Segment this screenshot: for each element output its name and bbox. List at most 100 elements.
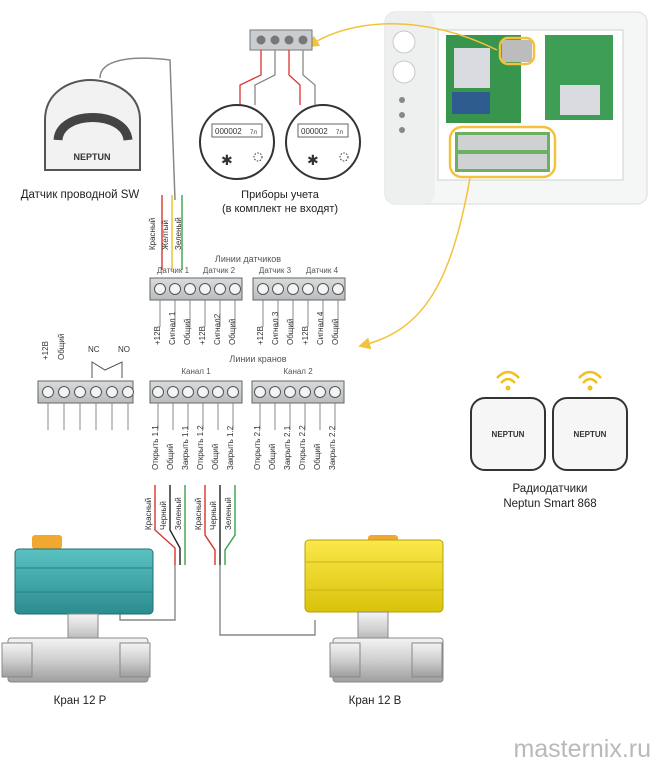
sensor-terminal-screw (257, 283, 269, 295)
sensor-cable (99, 57, 176, 201)
sensor-wire-label-2: Желтый (161, 220, 170, 250)
valve-term-1-6: Закрыть 1.2 (226, 425, 235, 470)
valve-right-caption: Кран 12 В (349, 695, 402, 707)
valve-left-caption: Кран 12 Р (54, 695, 107, 707)
valve-terminal-screw (227, 386, 239, 398)
water-meter-2: 000002 7л ✱ (285, 104, 361, 180)
sensor-term-7: +12В (256, 326, 265, 345)
valve-terminal-screw (299, 386, 311, 398)
sensor-term-4: +12В (198, 326, 207, 345)
valve-terminal-screw (167, 386, 179, 398)
sensor-term-11: Сигнал 4 (316, 311, 325, 345)
radio-caption-model: Neptun Smart 868 (503, 498, 596, 510)
sensor-terminal-screw (302, 283, 314, 295)
valve-term-2-5: Общий (313, 444, 322, 470)
relay-term-1: +12В (41, 341, 50, 360)
relay-terminal-screw (122, 386, 134, 398)
valve-left (1, 535, 154, 683)
meter-1-reading: 000002 (215, 127, 242, 136)
controller-buttons (392, 30, 416, 133)
relay-terminal-screw (106, 386, 118, 398)
valve-terminal-screw (212, 386, 224, 398)
sensor-terminal-screw (272, 283, 284, 295)
sensor-terminal-labels: +12В Сигнал 1 Общий +12В Сигнал2 Общий +… (153, 311, 340, 345)
sensor-term-2: Сигнал 1 (168, 311, 177, 345)
arrow-to-meters (306, 23, 498, 51)
sensor-term-5: Сигнал2 (213, 313, 222, 345)
valve-1-wire-label-3: Зеленый (174, 497, 183, 530)
sensor-wire-label-3: Зеленый (174, 217, 183, 250)
valve-terminal-screw (152, 386, 164, 398)
watermark: masternix.ru (513, 735, 651, 763)
valve-term-1-3: Закрыть 1.1 (181, 425, 190, 470)
radio-1-logo: NEPTUN (492, 430, 525, 439)
relay-terminal-screw (58, 386, 70, 398)
relay-terminal-screw (74, 386, 86, 398)
valve-2-wire-label-2: Черный (209, 501, 218, 530)
radio-sensor-1: NEPTUN (470, 370, 546, 471)
wifi-signal-icon (578, 370, 602, 379)
valve-terminal-screw (314, 386, 326, 398)
meter-2-unit: 7л (336, 130, 343, 136)
valve-term-2-3: Закрыть 2.1 (283, 425, 292, 470)
valve-1-wire-label-2: Черный (159, 501, 168, 530)
valve-channel-1: Канал 1 (181, 367, 211, 376)
valve-terminal-screw (329, 386, 341, 398)
valve-wires (119, 485, 316, 636)
meter-2-reading: 000002 (301, 127, 328, 136)
sensor-term-8: Сигнал 3 (271, 311, 280, 345)
sensor-block-4: Датчик 4 (306, 266, 339, 275)
valve-term-2-1: Открыть 2.1 (253, 425, 262, 470)
meter-connector (502, 40, 532, 62)
sensor-term-1: +12В (153, 326, 162, 345)
sensor-term-6: Общий (228, 319, 237, 345)
meters-caption: Приборы учета (241, 189, 320, 201)
valve-channel-2: Канал 2 (283, 367, 313, 376)
sensor-lines-title: Линии датчиков (215, 254, 281, 264)
meter-2-star-icon: ✱ (307, 152, 319, 168)
meter-wires (239, 50, 316, 105)
sensor-logo: NEPTUN (73, 152, 110, 162)
sensor-terminal-screw (287, 283, 299, 295)
sensor-block-3: Датчик 3 (259, 266, 292, 275)
valve-term-2-4: Открыть 2.2 (298, 425, 307, 470)
relay-terminal-screw (42, 386, 54, 398)
arrow-to-terminals (358, 177, 471, 350)
relay-term-nc: NC (88, 345, 100, 354)
valve-terminal-screw (269, 386, 281, 398)
radio-2-logo: NEPTUN (574, 430, 607, 439)
controller-unit (384, 11, 648, 205)
sensor-wires (161, 195, 183, 270)
sensor-term-12: Общий (331, 319, 340, 345)
relay-term-no: NO (118, 345, 130, 354)
relay-term-2: Общий (57, 334, 66, 360)
valve-2-wire-label-1: Красный (194, 498, 203, 530)
water-meter-1: 000002 7л ✱ (199, 104, 275, 180)
sensor-terminal-screw (317, 283, 329, 295)
sensor-term-3: Общий (183, 319, 192, 345)
sensor-wire-label-1: Красный (148, 218, 157, 250)
sensor-terminal-screw (199, 283, 211, 295)
sensor-terminal-screw (332, 283, 344, 295)
valve-terminal-blocks (149, 380, 345, 430)
relay-switch-symbol (91, 361, 123, 378)
valve-1-wire-label-1: Красный (144, 498, 153, 530)
sensor-terminal-screw (154, 283, 166, 295)
wired-sensor: NEPTUN (44, 78, 141, 171)
valve-right (304, 535, 444, 683)
sensor-terminal-screw (184, 283, 196, 295)
valve-terminal-screw (284, 386, 296, 398)
relay-terminal-block (37, 380, 134, 430)
wifi-signal-icon (496, 370, 520, 379)
meters-caption-note: (в комплект не входят) (222, 203, 338, 215)
meter-1-unit: 7л (250, 130, 257, 136)
sensor-block-1: Датчик 1 (157, 266, 190, 275)
radio-caption: Радиодатчики (513, 483, 588, 495)
valve-lines-title: Линии кранов (229, 354, 286, 364)
valve-terminal-labels: Открыть 1.1 Общий Закрыть 1.1 Открыть 1.… (151, 425, 337, 470)
sensor-block-2: Датчик 2 (203, 266, 236, 275)
valve-2-wire-label-3: Зеленый (224, 497, 233, 530)
valve-terminal-screw (197, 386, 209, 398)
sensor-terminal-screw (169, 283, 181, 295)
